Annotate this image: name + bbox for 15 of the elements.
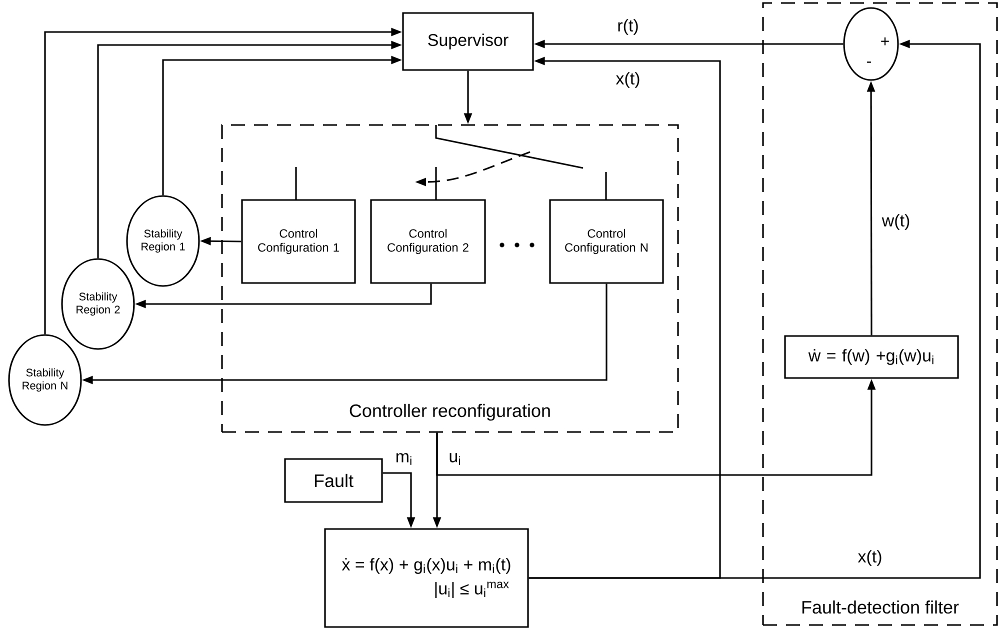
sign-label: - bbox=[867, 62, 871, 63]
controller-box: Control Configuration 2 bbox=[370, 199, 486, 284]
filter-equation-box: ẇ = f(w) +g$_{i}$(w)u$_{i}$ bbox=[784, 335, 959, 379]
signal-label: m$_{i}$ bbox=[394, 452, 414, 466]
signal-label: x(t) bbox=[614, 71, 642, 89]
fault-box: Fault bbox=[284, 458, 383, 503]
supervisor-box: Supervisor bbox=[402, 12, 534, 71]
signal-label: x(t) bbox=[856, 549, 884, 567]
system-equation-box: ẋ = f(x) + g$_{i}$(x)u$_{i}$ + m$_{i}$(t) |u$_{i}$| ≤ u$_{i}$max bbox=[324, 528, 529, 628]
sign-label: + bbox=[881, 37, 889, 46]
signal-label: r(t) bbox=[616, 18, 640, 36]
controller-box: Control Configuration 1 bbox=[241, 199, 356, 284]
signal-label: w(t) bbox=[880, 213, 912, 231]
controller-box: Control Configuration N bbox=[549, 199, 664, 284]
signal-label: u$_{i}$ bbox=[448, 452, 462, 466]
